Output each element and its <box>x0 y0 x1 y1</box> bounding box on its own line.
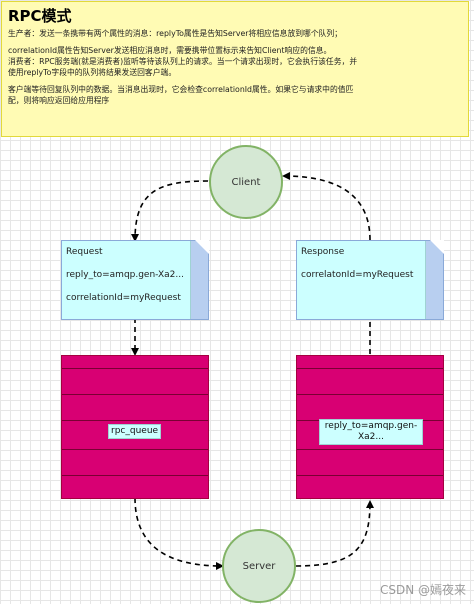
note-line: 生产者：发送一条携带有两个属性的消息：replyTo属性是告知Server将相应… <box>8 29 343 38</box>
response-correlation-id: correlatonId=myRequest <box>301 270 414 280</box>
arrow-client-to-request <box>131 180 209 242</box>
rpc-queue-label: rpc_queue <box>108 424 162 439</box>
note-line: 配，则将响应返回给应用程序 <box>8 96 110 105</box>
page-fold-icon <box>195 240 209 254</box>
request-message: Request reply_to=amqp.gen-Xa2... correla… <box>61 240 209 320</box>
reply-queue-label-line: reply_to=amqp.gen- <box>324 421 418 431</box>
arrow-response-to-client <box>282 172 371 241</box>
server-node: Server <box>222 529 296 603</box>
reply-queue: reply_to=amqp.gen- Xa2... <box>296 355 444 499</box>
note-line: 使用replyTo字段中的队列将结果发送回客户端。 <box>8 68 177 77</box>
response-message: Response correlatonId=myRequest <box>296 240 444 320</box>
note-line: 客户端等待回复队列中的数据。当消息出现时，它会检查correlationId属性… <box>8 85 354 94</box>
request-title: Request <box>66 247 103 257</box>
description-note: RPC模式 生产者：发送一条携带有两个属性的消息：replyTo属性是告知Ser… <box>1 1 469 137</box>
request-reply-to: reply_to=amqp.gen-Xa2... <box>66 270 184 280</box>
note-title: RPC模式 <box>8 7 72 25</box>
note-line: correlationId属性告知Server发送相应消息时，需要携带位置标示来… <box>8 46 332 55</box>
reply-queue-label-line: Xa2... <box>358 432 384 442</box>
client-node: Client <box>209 145 283 219</box>
rpc-queue: rpc_queue <box>61 355 209 499</box>
request-correlation-id: correlationId=myRequest <box>66 293 181 303</box>
watermark: CSDN @嫣夜来 <box>379 583 466 597</box>
page-fold-icon <box>430 240 444 254</box>
arrow-rpc-queue-to-server <box>134 497 224 570</box>
reply-queue-label: reply_to=amqp.gen- Xa2... <box>319 419 423 445</box>
note-line: 消费者：RPC服务端(就是消费者)监听等待该队列上的请求。当一个请求出现时，它会… <box>8 57 358 66</box>
client-label: Client <box>231 176 261 188</box>
server-label: Server <box>242 560 276 572</box>
response-title: Response <box>301 247 345 257</box>
arrow-server-to-reply-queue <box>295 500 374 567</box>
